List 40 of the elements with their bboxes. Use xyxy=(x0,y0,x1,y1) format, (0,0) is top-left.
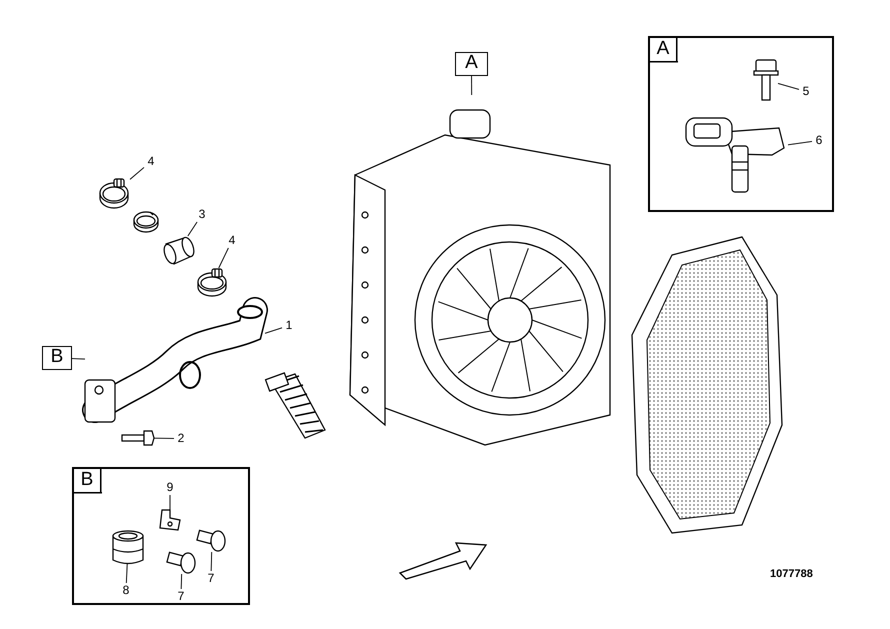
drawing-number: 1077788 xyxy=(770,568,813,580)
callout-number: 7 xyxy=(204,571,218,586)
hose-drawing xyxy=(162,236,194,266)
leader-line xyxy=(471,76,472,96)
callout-number: 1 xyxy=(282,318,296,333)
callout-number: 4 xyxy=(225,233,239,248)
leader-line xyxy=(130,167,144,180)
leader-line xyxy=(788,141,812,146)
callout-number: 6 xyxy=(812,133,826,148)
leader-line xyxy=(264,327,282,334)
callout-number: 4 xyxy=(144,154,158,169)
inset-panel xyxy=(72,467,250,605)
view-letter: A xyxy=(656,38,670,60)
leader-line xyxy=(778,83,800,90)
view-reference-tag: B xyxy=(42,346,72,370)
view-reference-tag: A xyxy=(455,52,488,76)
callout-number: 2 xyxy=(174,431,188,446)
callout-number: 5 xyxy=(799,84,813,99)
leader-line xyxy=(126,564,128,584)
bolt-drawing xyxy=(754,60,778,100)
pipe-drawing xyxy=(85,300,265,425)
leader-line xyxy=(154,438,174,439)
leader-line xyxy=(180,574,182,590)
callout-number: 7 xyxy=(174,589,188,604)
bracket-drawing xyxy=(158,510,182,530)
bolt-drawing xyxy=(122,429,154,447)
leader-line xyxy=(218,248,229,268)
leader-line xyxy=(72,358,86,360)
callout-number: 8 xyxy=(119,583,133,598)
ring-drawing xyxy=(132,210,160,234)
bellows-hose-drawing xyxy=(265,372,327,440)
callout-number: 3 xyxy=(195,207,209,222)
inset-panel xyxy=(648,36,834,212)
grommet-drawing xyxy=(110,530,146,564)
leader-line xyxy=(210,552,212,572)
hose-clamp-drawing xyxy=(98,178,130,208)
hose-clamp-drawing xyxy=(196,268,228,296)
callout-number: 9 xyxy=(163,480,177,495)
view-letter: B xyxy=(80,469,94,491)
leader-line xyxy=(187,222,198,236)
